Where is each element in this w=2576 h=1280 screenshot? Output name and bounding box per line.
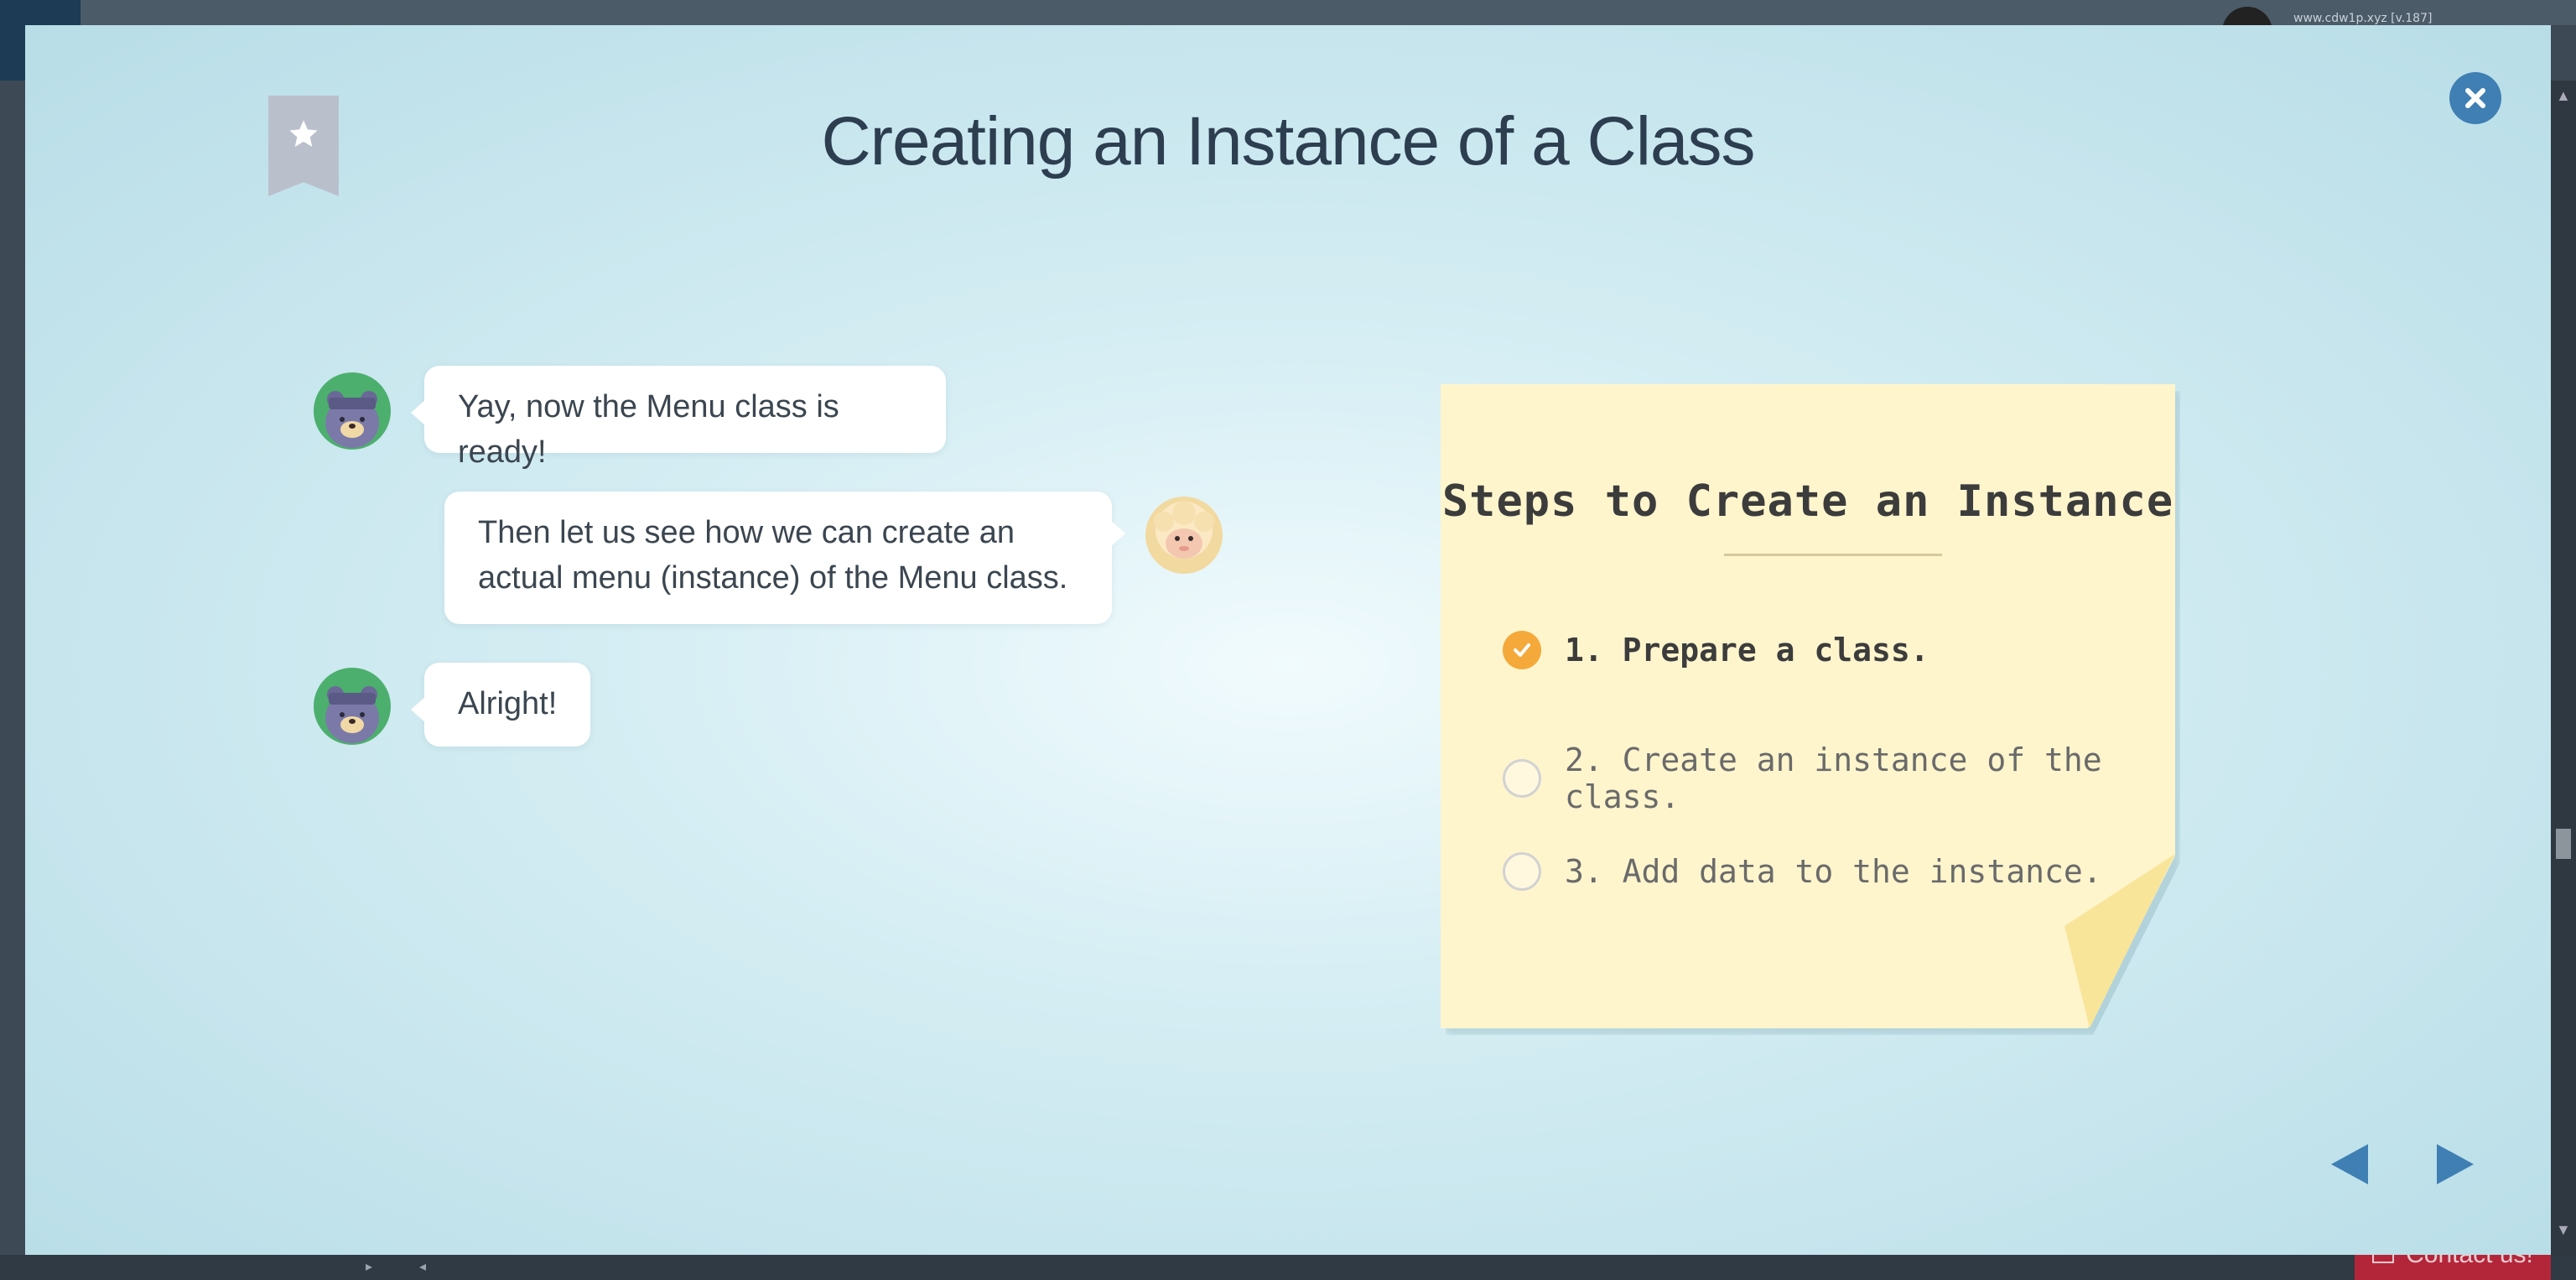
scroll-left-icon[interactable]: ▸ <box>366 1260 373 1274</box>
chat-bubble: Yay, now the Menu class is ready! <box>411 366 946 470</box>
empty-circle-icon <box>1503 759 1541 798</box>
lesson-title: Creating an Instance of a Class <box>821 103 1755 180</box>
background-topbar <box>0 0 2576 25</box>
background-bottombar <box>0 1255 2576 1280</box>
bear-icon <box>325 391 379 448</box>
scroll-up-icon[interactable]: ▲ <box>2556 87 2571 104</box>
background-scrollbar[interactable] <box>2551 81 2576 1255</box>
chat-bubble: Then let us see how we can create an act… <box>444 492 1125 624</box>
steps-note: Steps to Create an Instance 1. Prepare a… <box>1441 384 2175 1028</box>
chat-message: Then let us see how we can create an act… <box>478 515 1068 596</box>
bear-icon <box>325 686 379 743</box>
note-underline <box>1724 554 1942 556</box>
note-title: Steps to Create an Instance <box>1441 476 2174 527</box>
empty-circle-icon <box>1503 852 1541 891</box>
chat-message: Alright! <box>458 686 558 721</box>
note-folded-corner <box>2064 854 2175 1028</box>
step-label: 1. Prepare a class. <box>1565 632 1929 669</box>
step-item: 1. Prepare a class. <box>1503 631 1929 669</box>
step-label: 3. Add data to the instance. <box>1565 853 2102 890</box>
background-url-text: www.cdw1p.xyz [v.187] <box>2293 12 2433 25</box>
next-arrow-icon[interactable] <box>2428 1139 2479 1189</box>
step-item: 3. Add data to the instance. <box>1503 852 2102 891</box>
scroll-thumb[interactable] <box>2556 829 2571 859</box>
star-icon <box>289 120 318 147</box>
lesson-modal: Creating an Instance of a Class Yay, now… <box>25 25 2551 1255</box>
chat-message: Yay, now the Menu class is ready! <box>458 389 839 470</box>
scroll-down-icon[interactable]: ▼ <box>2556 1221 2571 1238</box>
close-icon <box>2465 88 2485 108</box>
step-label: 2. Create an instance of the class. <box>1565 741 2102 815</box>
prev-arrow-icon[interactable] <box>2326 1139 2376 1189</box>
sheep-icon <box>1154 502 1214 559</box>
step-item: 2. Create an instance of the class. <box>1503 741 2175 815</box>
sheep-avatar <box>1145 497 1223 574</box>
bear-avatar <box>314 372 391 450</box>
close-button[interactable] <box>2449 72 2501 124</box>
bear-avatar <box>314 668 391 745</box>
bookmark-button[interactable] <box>268 96 339 196</box>
scroll-left-icon[interactable]: ◂ <box>419 1260 427 1274</box>
chat-bubble: Alright! <box>411 663 590 747</box>
check-icon <box>1503 631 1541 669</box>
